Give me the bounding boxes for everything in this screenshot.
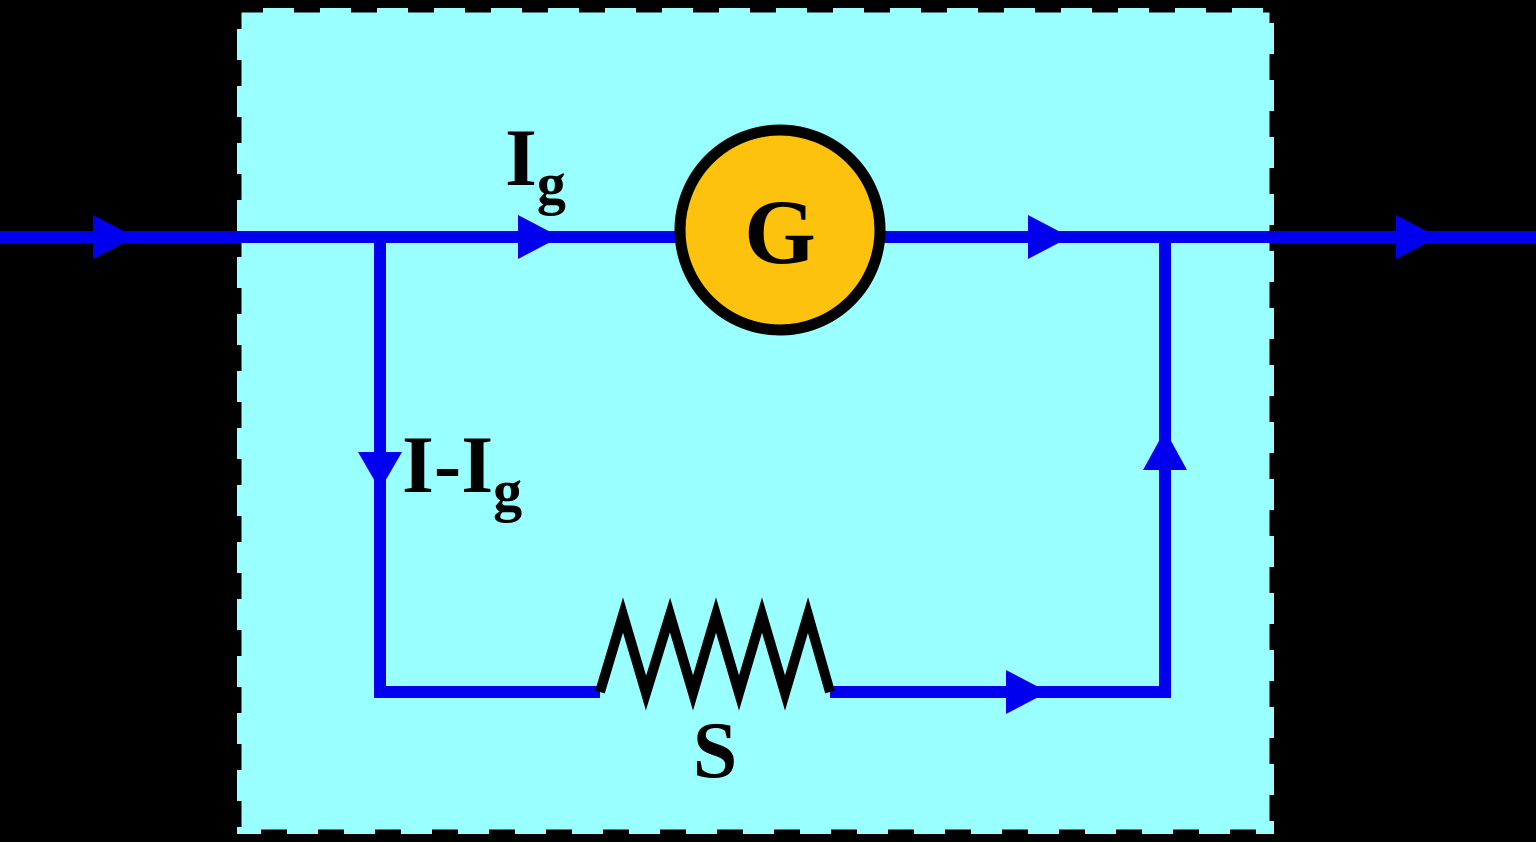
arrow-output-icon [1396, 215, 1438, 259]
galvanometer-current-label-base: I [505, 112, 537, 203]
arrow-input-icon [93, 215, 135, 259]
arrow-main-right-icon [1028, 215, 1070, 259]
galvanometer-symbol [674, 124, 886, 336]
arrow-shunt-down-icon [358, 452, 402, 490]
arrow-shunt-up-icon [1143, 430, 1187, 470]
galvanometer-label: G [744, 181, 816, 283]
shunt-current-label-base: I-I [402, 419, 493, 510]
arrow-galvanometer-current-icon [518, 215, 560, 259]
arrow-shunt-right-icon [1006, 670, 1048, 714]
galvanometer-current-label-sub: g [537, 151, 566, 216]
galvanometer-current-label: Ig [505, 112, 566, 216]
shunt-current-label-sub: g [493, 458, 522, 523]
shunt-resistor-label: S [693, 707, 738, 795]
shunt-current-label: I-Ig [402, 419, 522, 523]
shunt-resistor-symbol [595, 597, 835, 711]
